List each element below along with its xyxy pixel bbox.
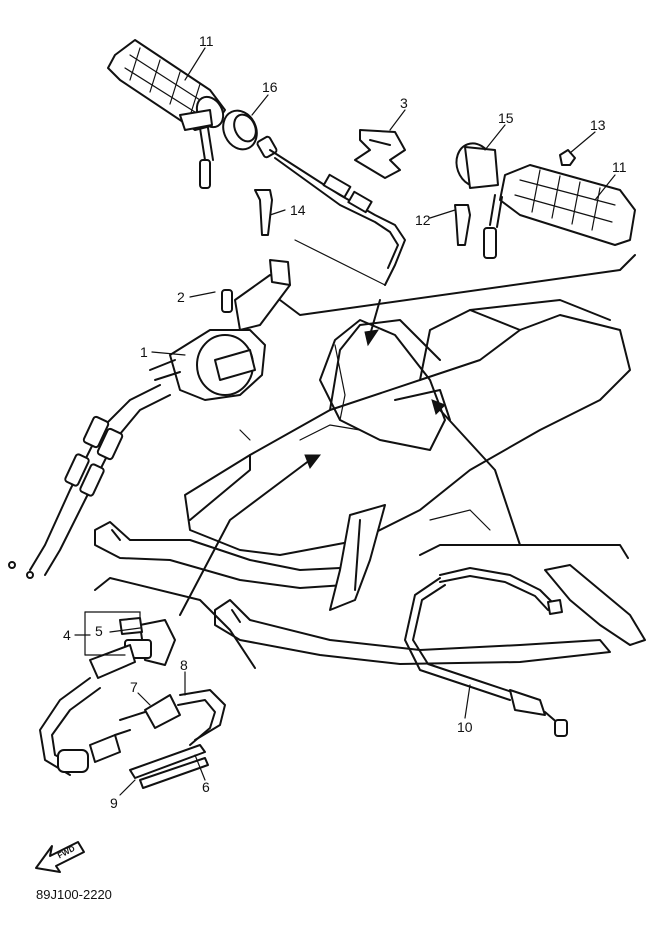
callout-11-right: 11 bbox=[612, 159, 627, 175]
callout-16: 16 bbox=[262, 79, 278, 95]
callout-labels: 11 16 3 15 13 11 14 12 2 1 4 5 7 8 9 6 1… bbox=[63, 33, 627, 811]
callout-15: 15 bbox=[498, 110, 514, 126]
callout-1: 1 bbox=[140, 344, 148, 360]
callout-13: 13 bbox=[590, 117, 606, 133]
callout-12: 12 bbox=[415, 212, 431, 228]
callout-14: 14 bbox=[290, 202, 306, 218]
left-grip bbox=[107, 39, 226, 189]
callout-6: 6 bbox=[202, 779, 210, 795]
spring-clip bbox=[354, 129, 406, 179]
callout-5: 5 bbox=[95, 623, 103, 639]
part-code: 89J100-2220 bbox=[36, 887, 112, 902]
callout-11-left: 11 bbox=[199, 33, 214, 49]
section-dividers bbox=[94, 254, 636, 669]
callout-8: 8 bbox=[180, 657, 188, 673]
right-grip bbox=[454, 142, 636, 259]
callout-3: 3 bbox=[400, 95, 408, 111]
brake-cable bbox=[404, 564, 646, 737]
callout-7: 7 bbox=[130, 679, 138, 695]
wire-leads bbox=[129, 744, 209, 789]
throttle-housing bbox=[149, 259, 291, 401]
callout-2: 2 bbox=[177, 289, 185, 305]
snowmobile-body bbox=[94, 299, 631, 665]
throttle-cables-lower bbox=[8, 384, 171, 579]
throttle-cable-upper bbox=[256, 135, 406, 286]
callout-10: 10 bbox=[457, 719, 473, 735]
callout-9: 9 bbox=[110, 795, 118, 811]
location-arrows bbox=[179, 299, 521, 616]
cable-clamp-14 bbox=[254, 189, 273, 236]
callout-4: 4 bbox=[63, 627, 71, 643]
grip-ring bbox=[222, 109, 258, 151]
leader-lines bbox=[74, 47, 616, 796]
fwd-arrow-icon: FWD bbox=[35, 841, 85, 873]
